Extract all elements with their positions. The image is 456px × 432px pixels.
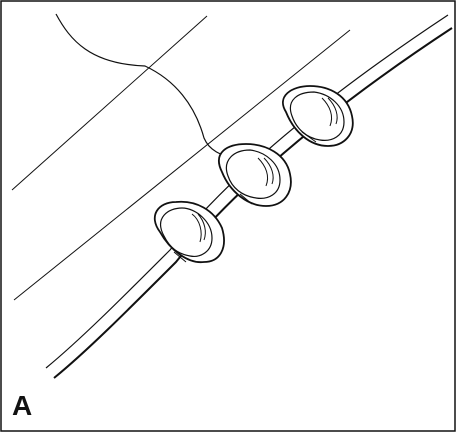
- bead-2: [218, 143, 292, 207]
- diagonal-line-1: [11, 15, 208, 191]
- diagonal-line-2: [13, 29, 351, 301]
- suture-thread: [55, 13, 239, 161]
- bead-3: [282, 85, 354, 147]
- panel-label: A: [12, 390, 33, 421]
- bead-1: [154, 200, 225, 263]
